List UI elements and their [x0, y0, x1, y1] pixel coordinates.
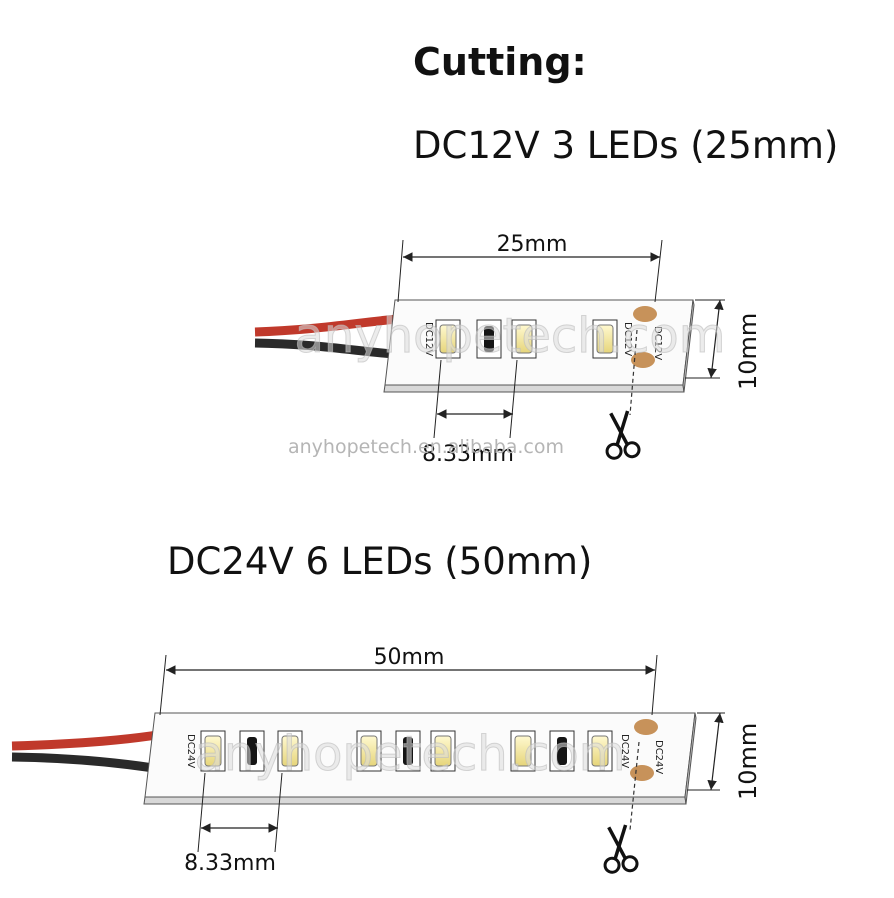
strip1-width-label: 10mm	[734, 313, 762, 390]
page-heading: Cutting:	[413, 40, 587, 84]
strip2-cut-line	[629, 741, 640, 831]
strip2: DC24V DC24V DC24V 50mm 10mm 8.33mm	[11, 645, 762, 876]
strip1-voltage-label: DC12V	[423, 322, 434, 356]
strip2-voltage-label: DC24V	[185, 734, 196, 768]
strip1-voltage-label: DC12V	[652, 326, 663, 360]
strip1-pitch-label: 8.33mm	[422, 442, 514, 467]
scissors-icon	[605, 410, 641, 460]
solder-pad	[630, 765, 654, 781]
strip1-led	[511, 319, 537, 359]
watermark: anyhopetech.com	[195, 726, 626, 782]
strip1-led	[435, 319, 461, 359]
solder-pad	[631, 352, 655, 368]
strip2-led	[356, 730, 382, 772]
strip2-led	[277, 730, 303, 772]
strip1-title: DC12V 3 LEDs (25mm)	[413, 124, 839, 167]
strip2-resistor	[549, 730, 575, 772]
strip2-width-dimension	[707, 712, 724, 791]
watermark-small: anyhopetech.en.alibaba.com	[288, 436, 565, 458]
strip1-length-label: 25mm	[497, 232, 568, 257]
strip1-voltage-label: DC12V	[622, 322, 633, 356]
scissors-icon	[603, 824, 639, 874]
strip1-cut-line	[629, 329, 638, 416]
strip2-led	[587, 730, 613, 772]
strip2-length-label: 50mm	[374, 645, 445, 670]
strip2-resistor	[239, 730, 265, 772]
strip2-width-label: 10mm	[734, 723, 762, 800]
strip2-voltage-label: DC24V	[619, 734, 630, 768]
strip1-resistor	[476, 319, 502, 359]
strip2-pitch-label: 8.33mm	[184, 851, 276, 876]
strip2-led	[430, 730, 456, 772]
watermark: anyhopetech.com	[295, 308, 726, 364]
strip2-resistor	[395, 730, 421, 772]
strip1: DC12V DC12V DC12V 25mm 10mm 8.33mm	[254, 232, 762, 467]
strip2-led	[510, 730, 536, 772]
strip2-voltage-label: DC24V	[653, 740, 664, 774]
strip1-width-dimension	[707, 299, 724, 379]
strip2-title: DC24V 6 LEDs (50mm)	[167, 540, 593, 583]
solder-pad	[634, 719, 658, 735]
strip1-led	[592, 319, 618, 359]
strip2-led	[200, 730, 226, 772]
solder-pad	[633, 306, 657, 322]
